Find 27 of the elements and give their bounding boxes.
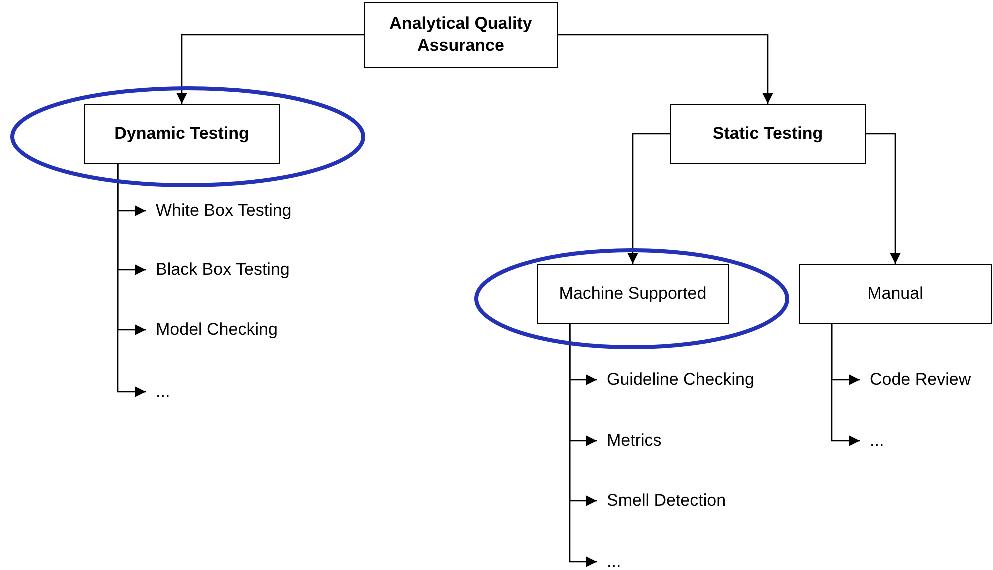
arrow: [176, 34, 364, 104]
arrow: [628, 133, 670, 264]
box-label: Static Testing: [712, 123, 824, 145]
list-item-text: ...: [860, 430, 920, 452]
category-box: [84, 104, 280, 164]
list-item-text: ...: [146, 381, 206, 403]
box-label: Machine Supported: [559, 283, 707, 305]
box-label: Manual: [868, 283, 924, 305]
arrow: [831, 324, 860, 446]
list-item-text: Black Box Testing: [146, 259, 336, 281]
category-box: [364, 2, 558, 68]
category-box: [799, 264, 992, 324]
list-item-text: Smell Detection: [597, 490, 767, 512]
list-item-text: Model Checking: [146, 319, 336, 341]
arrow: [569, 324, 597, 568]
box-label: Analytical Quality Assurance: [388, 13, 534, 57]
arrow: [866, 133, 901, 264]
arrow: [117, 164, 146, 398]
list-item-text: Metrics: [597, 430, 717, 452]
list-item-text: Guideline Checking: [597, 369, 797, 391]
list-item-text: White Box Testing: [146, 200, 336, 222]
list-item-text: ...: [597, 551, 657, 570]
arrow: [558, 34, 774, 104]
category-box: [537, 264, 729, 324]
box-label: Dynamic Testing: [114, 123, 250, 145]
list-item-text: Code Review: [860, 369, 992, 391]
category-box: [670, 104, 866, 164]
